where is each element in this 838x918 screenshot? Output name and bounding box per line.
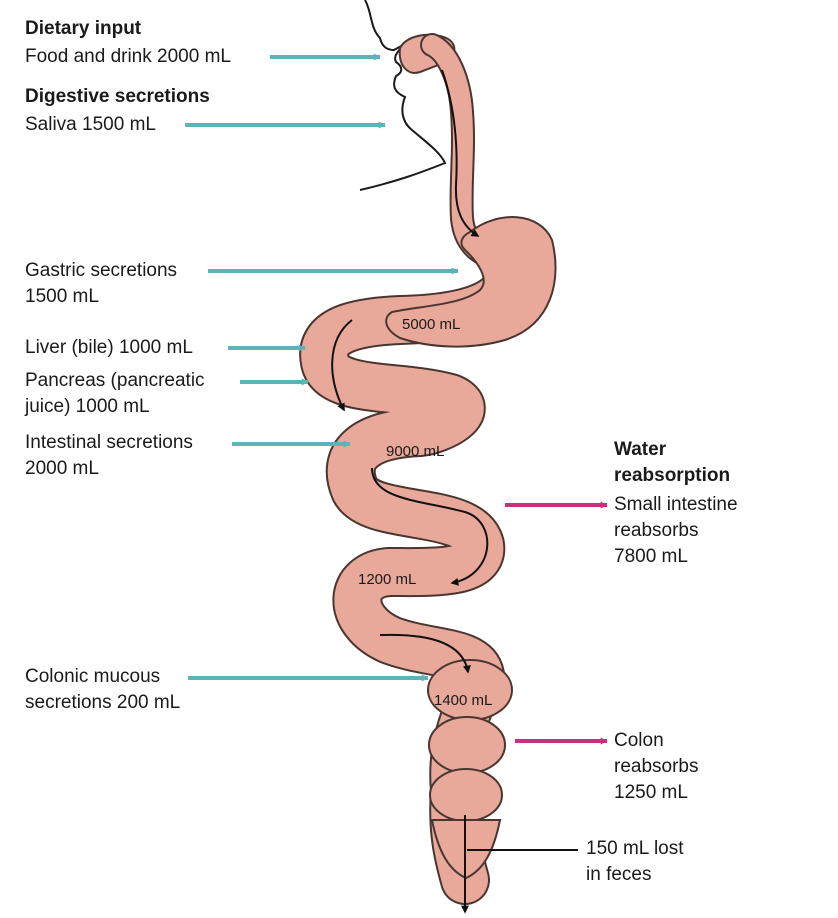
internal-flow-arrows — [331, 69, 489, 914]
intestinal-label-line2: 2000 mL — [25, 458, 99, 479]
feces-label-line1: 150 mL lost — [586, 838, 684, 859]
pancreas-label-line2: juice) 1000 mL — [25, 396, 150, 417]
colon-volume-label: 1400 mL — [434, 692, 493, 709]
liver-label: Liver (bile) 1000 mL — [25, 337, 193, 358]
small-intestine-reabsorb-line2: reabsorbs — [614, 520, 699, 541]
colon-haustra — [427, 659, 513, 880]
small-intestine-end-volume-label: 1200 mL — [358, 571, 417, 588]
colon-reabsorb-line1: Colon — [614, 730, 664, 751]
gastric-label-line1: Gastric secretions — [25, 260, 178, 281]
colonic-label-line2: secretions 200 mL — [25, 692, 181, 713]
intestinal-label-line1: Intestinal secretions — [25, 432, 193, 453]
colonic-label-line1: Colonic mucous — [25, 666, 161, 687]
water-reabsorption-heading-line1: Water — [614, 439, 667, 460]
dietary-input-heading: Dietary input — [25, 18, 142, 39]
water-reabsorption-heading-line2: reabsorption — [614, 465, 731, 486]
food-drink-label: Food and drink 2000 mL — [25, 46, 231, 67]
small-intestine-start-volume-label: 9000 mL — [386, 443, 445, 460]
pancreas-label-line1: Pancreas (pancreatic — [25, 370, 205, 391]
small-intestine-reabsorb-line1: Small intestine — [614, 494, 738, 515]
feces-label-line2: in feces — [586, 864, 652, 885]
digestive-secretions-heading: Digestive secretions — [25, 86, 210, 107]
colon-reabsorb-line3: 1250 mL — [614, 782, 688, 803]
face-profile — [359, 0, 447, 191]
saliva-label: Saliva 1500 mL — [25, 114, 156, 135]
stomach — [385, 216, 557, 348]
stomach-volume-label: 5000 mL — [402, 316, 461, 333]
gastric-label-line2: 1500 mL — [25, 286, 99, 307]
small-intestine-reabsorb-line3: 7800 mL — [614, 546, 688, 567]
colon-reabsorb-line2: reabsorbs — [614, 756, 699, 777]
